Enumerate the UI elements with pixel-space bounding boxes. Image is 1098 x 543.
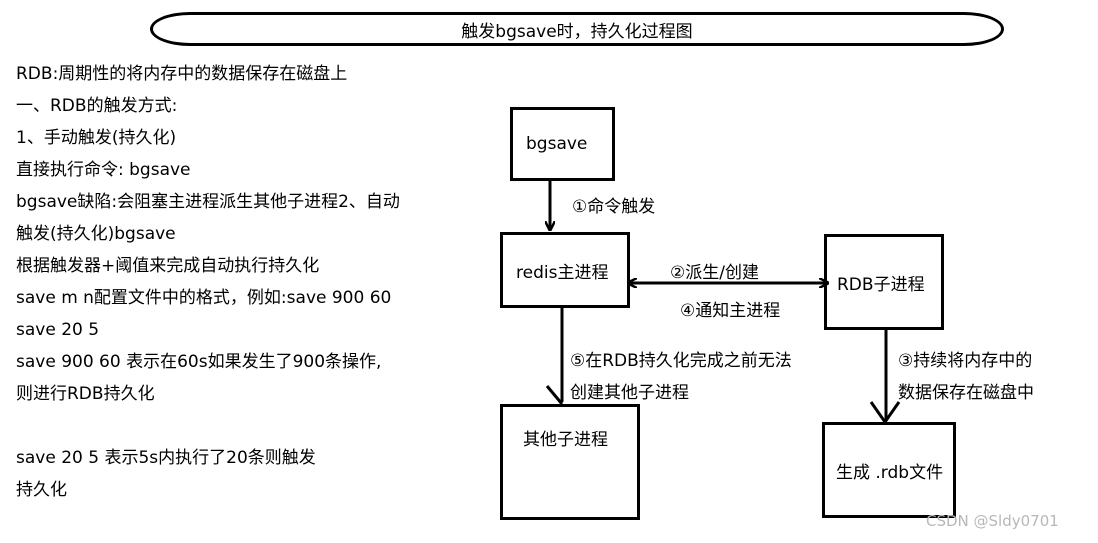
note-line: save m n配置文件中的格式，例如:save 900 60 [16, 288, 392, 308]
note-line: save 20 5 [16, 320, 100, 340]
node-other-child-label: 其他子进程 [523, 430, 608, 450]
edge-label-fork-create: ②派生/创建 [670, 263, 759, 283]
node-rdb-child-label: RDB子进程 [837, 274, 925, 295]
note-line: save 20 5 表示5s内执行了20条则触发 [16, 448, 316, 468]
notes-panel: RDB:周期性的将内存中的数据保存在磁盘上 一、RDB的触发方式: 1、手动触发… [16, 58, 400, 506]
edge-label-persist-line2: 数据保存在磁盘中 [898, 383, 1034, 403]
node-redis-main-label: redis主进程 [516, 262, 609, 283]
note-line: bgsave缺陷:会阻塞主进程派生其他子进程2、自动 [16, 192, 400, 212]
arrow-main-to-other-head [545, 385, 564, 405]
note-line: 根据触发器+阈值来完成自动执行持久化 [16, 256, 320, 276]
note-line: 持久化 [16, 480, 67, 500]
node-other-child: 其他子进程 [500, 404, 640, 520]
node-rdb-child: RDB子进程 [824, 234, 944, 330]
edge-label-notify-main: ④通知主进程 [680, 301, 781, 321]
node-rdb-file-label: 生成 .rdb文件 [836, 462, 944, 483]
note-line: 直接执行命令: bgsave [16, 160, 191, 180]
edge-label-persist-line1: ③持续将内存中的 [898, 351, 1033, 371]
note-line: 一、RDB的触发方式: [16, 96, 178, 116]
note-line: RDB:周期性的将内存中的数据保存在磁盘上 [16, 64, 348, 84]
edge-label-block-line1: ⑤在RDB持久化完成之前无法 [570, 351, 792, 371]
node-bgsave-label: bgsave [526, 134, 588, 154]
edge-label-command-trigger: ①命令触发 [572, 197, 656, 217]
watermark: CSDN @Sldy0701 [926, 512, 1059, 530]
note-line: 1、手动触发(持久化) [16, 128, 177, 148]
diagram-title-banner: 触发bgsave时，持久化过程图 [150, 12, 1004, 46]
diagram-title: 触发bgsave时，持久化过程图 [461, 21, 693, 42]
node-redis-main: redis主进程 [500, 232, 630, 308]
node-bgsave: bgsave [510, 107, 615, 181]
note-line: 则进行RDB持久化 [16, 384, 155, 404]
node-rdb-file: 生成 .rdb文件 [822, 422, 956, 518]
edge-label-block-line2: 创建其他子进程 [570, 383, 689, 403]
note-line: save 900 60 表示在60s如果发生了900条操作, [16, 352, 382, 372]
note-line: 触发(持久化)bgsave [16, 224, 176, 244]
